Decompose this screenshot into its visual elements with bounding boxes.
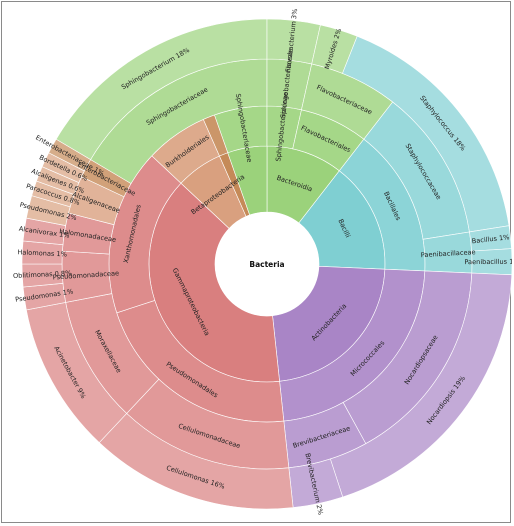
ring-3-label-12: Halomonas 1% [17, 248, 67, 258]
center-hole [215, 212, 319, 316]
segments [21, 18, 512, 510]
center-label: Bacteria [249, 260, 284, 269]
ring-3-label-11: Oblitimonas 0.8% [13, 269, 72, 280]
ring-3-segment-18 [48, 138, 91, 172]
ring-2-label-4: Paenibacillaceae [421, 248, 476, 259]
ring-3-label-5: Paenibacillus 1% [464, 258, 512, 266]
